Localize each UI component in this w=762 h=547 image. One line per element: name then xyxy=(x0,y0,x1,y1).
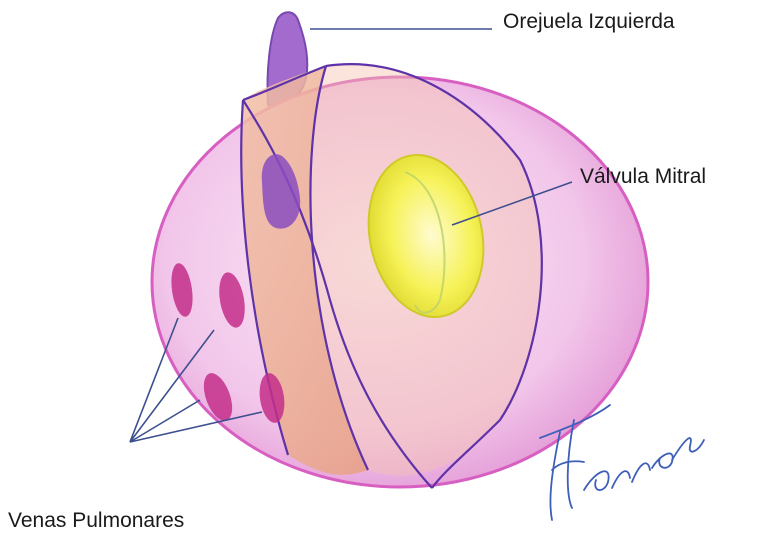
label-orejuela-izquierda: Orejuela Izquierda xyxy=(503,11,675,32)
leader-vena-3 xyxy=(130,400,200,442)
label-venas-pulmonares: Venas Pulmonares xyxy=(8,510,184,531)
leader-vena-1 xyxy=(130,318,178,442)
label-valvula-mitral: Válvula Mitral xyxy=(580,166,706,187)
